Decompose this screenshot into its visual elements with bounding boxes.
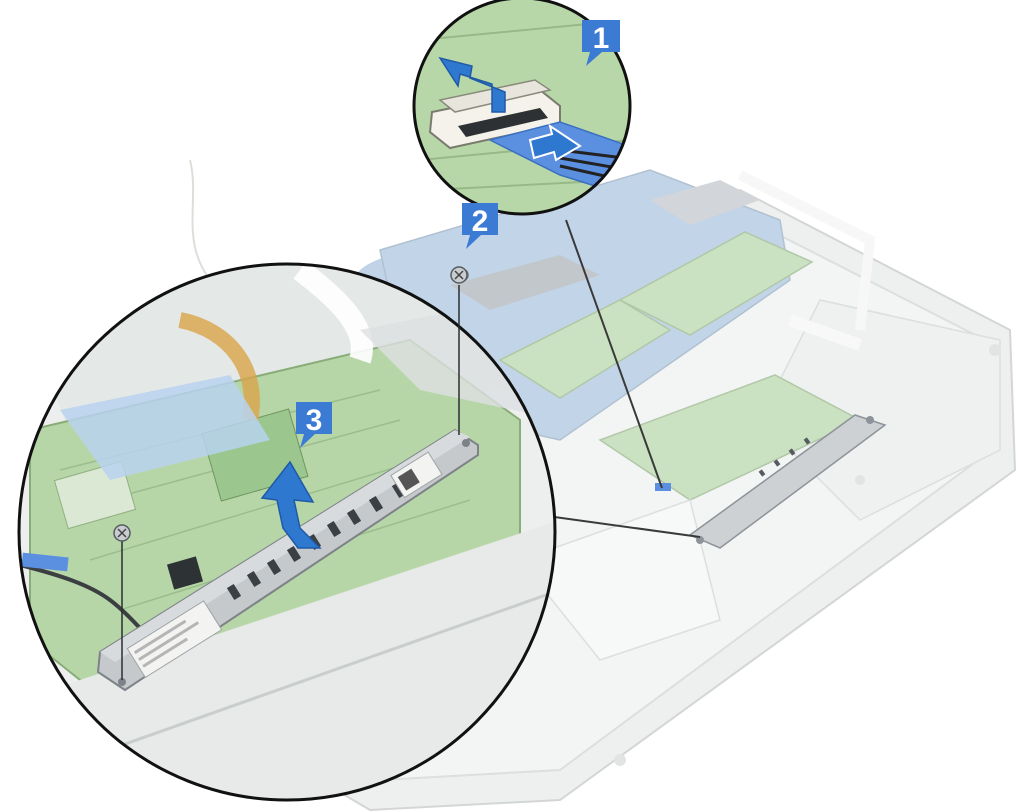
zoom-detail-bracket	[17, 262, 557, 802]
lift-arrow-icon	[438, 56, 506, 113]
zoom-detail-connector	[412, 0, 632, 216]
callout-number-3: 3	[306, 404, 323, 437]
callout-badge-2: 2	[462, 203, 498, 249]
leader-lines	[539, 219, 701, 538]
callout-badge-3: 3	[296, 402, 332, 448]
screw-icon	[450, 266, 468, 435]
callout-badge-1: 1	[582, 20, 620, 66]
callout-number-2: 2	[472, 205, 489, 238]
screw-icon	[113, 524, 131, 680]
callout-number-1: 1	[593, 22, 610, 55]
up-arrow-icon	[260, 460, 322, 549]
touchpad-bracket-large	[96, 428, 479, 692]
slide-arrow-icon	[528, 123, 582, 162]
